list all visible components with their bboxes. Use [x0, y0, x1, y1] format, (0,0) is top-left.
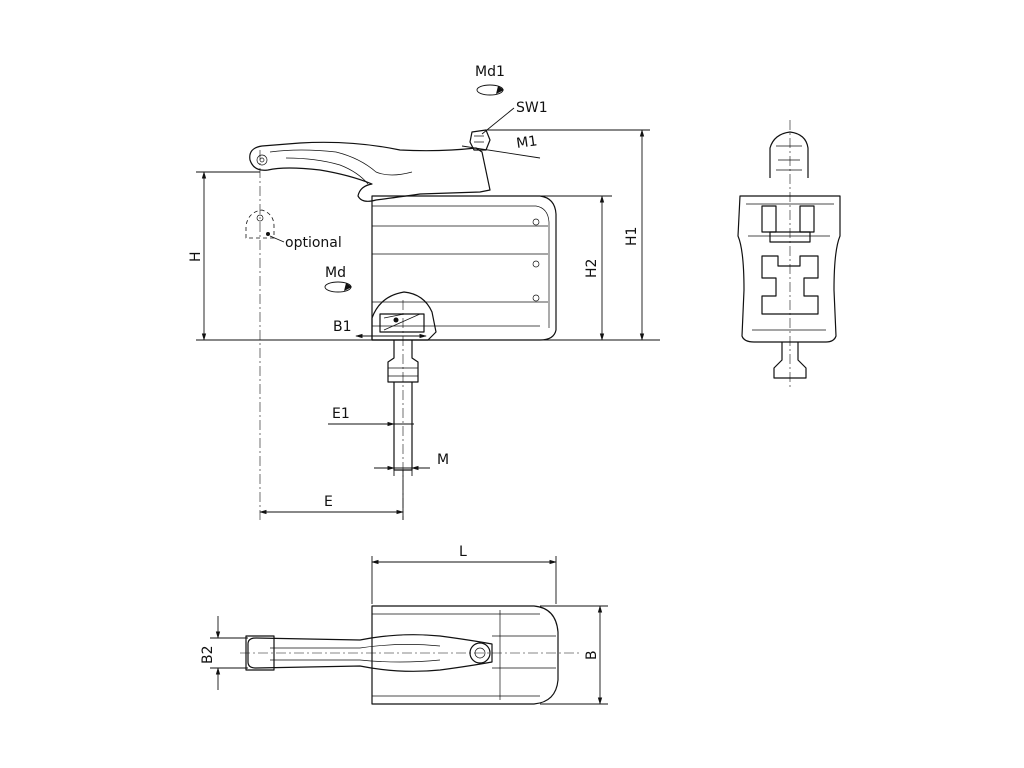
top-view: [240, 605, 580, 705]
label-l: L: [459, 544, 467, 560]
label-b: B: [584, 650, 600, 660]
label-optional: optional: [285, 235, 342, 251]
label-m1: M1: [515, 133, 538, 152]
label-h1: H1: [624, 227, 640, 246]
hex-nut-sw1: [469, 129, 491, 151]
label-md1: Md1: [475, 64, 505, 80]
label-h: H: [188, 251, 204, 262]
top-housing: [371, 605, 559, 705]
front-view: [737, 120, 841, 390]
side-view: [245, 129, 557, 520]
dimensions-top: [210, 556, 608, 705]
label-b2: B2: [200, 645, 216, 664]
label-sw1: SW1: [516, 100, 548, 116]
top-lever: [247, 634, 493, 672]
clamp-lever: [249, 141, 491, 202]
clamp-nose: [371, 291, 437, 341]
optional-pivot: [245, 209, 275, 239]
front-housing: [737, 195, 841, 343]
label-h2: H2: [584, 259, 600, 278]
dimensions-side: [196, 84, 660, 520]
label-e1: E1: [332, 406, 350, 422]
label-md: Md: [325, 265, 346, 281]
label-b1: B1: [333, 319, 352, 335]
clamp-housing: [371, 195, 557, 341]
label-m: M: [437, 452, 449, 468]
label-e: E: [324, 494, 333, 510]
